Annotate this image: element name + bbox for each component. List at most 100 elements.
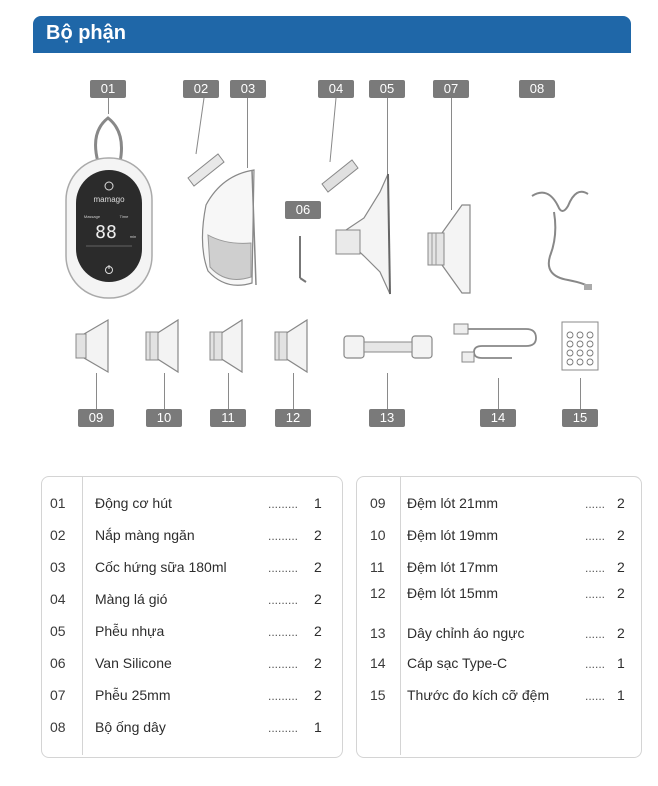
row-name: Bộ ống dây [95, 719, 166, 735]
row-dots: ...... [585, 497, 606, 511]
row-qty: 2 [617, 495, 625, 511]
parts-table-left [41, 476, 343, 758]
leader-05 [387, 98, 388, 178]
section-header: Bộ phận [33, 16, 631, 53]
row-dots: ......... [268, 657, 299, 671]
row-name: Đệm lót 21mm [407, 495, 499, 511]
row-name: Cốc hứng sữa 180ml [95, 559, 227, 575]
funnel-25mm-image [427, 204, 471, 294]
cushion-15mm-image [274, 318, 308, 374]
row-qty: 1 [617, 687, 625, 703]
row-qty: 2 [314, 687, 322, 703]
badge-09: 09 [78, 409, 114, 427]
leader-15 [580, 378, 581, 409]
row-number: 03 [50, 559, 66, 575]
row-dots: ......... [268, 689, 299, 703]
diaphragm-cap-image [187, 97, 225, 187]
pump-motor-image: mamago Massage Time 88 min [65, 116, 153, 299]
usb-cable-image [453, 323, 537, 363]
row-dots: ...... [585, 561, 606, 575]
row-qty: 1 [314, 495, 322, 511]
badge-15: 15 [562, 409, 598, 427]
row-dots: ...... [585, 657, 606, 671]
size-ruler-image [561, 321, 599, 371]
row-qty: 1 [314, 719, 322, 735]
row-name: Thước đo kích cỡ đệm [407, 687, 550, 703]
cushion-21mm-image [75, 318, 109, 374]
row-number: 04 [50, 591, 66, 607]
valve-membrane-image [321, 97, 359, 193]
plastic-funnel-image [335, 173, 391, 295]
bra-adjuster-image [343, 335, 433, 359]
leader-09 [96, 373, 97, 409]
badge-02: 02 [183, 80, 219, 98]
row-name: Đệm lót 17mm [407, 559, 499, 575]
leader-12 [293, 373, 294, 409]
leader-01 [108, 98, 109, 114]
row-name: Cáp sạc Type-C [407, 655, 508, 671]
row-qty: 2 [617, 585, 625, 601]
badge-03: 03 [230, 80, 266, 98]
row-number: 07 [50, 687, 66, 703]
badge-10: 10 [146, 409, 182, 427]
row-name: Động cơ hút [95, 495, 172, 511]
row-dots: ......... [268, 529, 299, 543]
row-number: 14 [370, 655, 386, 671]
badge-04: 04 [318, 80, 354, 98]
row-number: 09 [370, 495, 386, 511]
row-name: Đệm lót 15mm [407, 585, 499, 601]
silicone-valve-image [299, 236, 307, 283]
badge-14: 14 [480, 409, 516, 427]
row-dots: ...... [585, 689, 606, 703]
row-qty: 1 [617, 655, 625, 671]
row-name: Van Silicone [95, 655, 172, 671]
leader-03 [247, 98, 248, 168]
row-number: 05 [50, 623, 66, 639]
badge-11: 11 [210, 409, 246, 427]
leader-10 [164, 373, 165, 409]
row-dots: ......... [268, 721, 299, 735]
row-number: 10 [370, 527, 386, 543]
row-qty: 2 [314, 623, 322, 639]
row-dots: ......... [268, 625, 299, 639]
cushion-17mm-image [209, 318, 243, 374]
cushion-19mm-image [145, 318, 179, 374]
row-number: 01 [50, 495, 66, 511]
badge-08: 08 [519, 80, 555, 98]
badge-12: 12 [275, 409, 311, 427]
row-qty: 2 [314, 655, 322, 671]
row-dots: ...... [585, 627, 606, 641]
device-lcd-digits: 88 [95, 222, 117, 243]
milk-cup-image [201, 169, 257, 286]
row-dots: ......... [268, 561, 299, 575]
badge-06: 06 [285, 201, 321, 219]
row-dots: ...... [585, 529, 606, 543]
leader-11 [228, 373, 229, 409]
badge-07: 07 [433, 80, 469, 98]
row-name: Nắp màng ngăn [95, 527, 195, 543]
row-number: 08 [50, 719, 66, 735]
row-name: Đệm lót 19mm [407, 527, 499, 543]
row-name: Phễu nhựa [95, 623, 165, 639]
parts-table-right [356, 476, 642, 758]
row-number: 15 [370, 687, 386, 703]
badge-01: 01 [90, 80, 126, 98]
row-qty: 2 [314, 527, 322, 543]
tubing-set-image [531, 190, 592, 290]
device-brand: mamago [93, 195, 125, 204]
device-label-left: Massage [84, 214, 101, 219]
table-right-divider [400, 477, 401, 755]
row-qty: 2 [314, 559, 322, 575]
row-dots: ...... [585, 587, 606, 601]
row-name: Phễu 25mm [95, 687, 171, 703]
row-number: 12 [370, 585, 386, 601]
section-title: Bộ phận [46, 22, 126, 44]
row-name: Dây chỉnh áo ngực [407, 625, 525, 641]
row-dots: ......... [268, 497, 299, 511]
row-dots: ......... [268, 593, 299, 607]
badge-05: 05 [369, 80, 405, 98]
row-number: 11 [370, 559, 385, 575]
row-number: 06 [50, 655, 66, 671]
row-name: Màng lá gió [95, 591, 168, 607]
badge-13: 13 [369, 409, 405, 427]
